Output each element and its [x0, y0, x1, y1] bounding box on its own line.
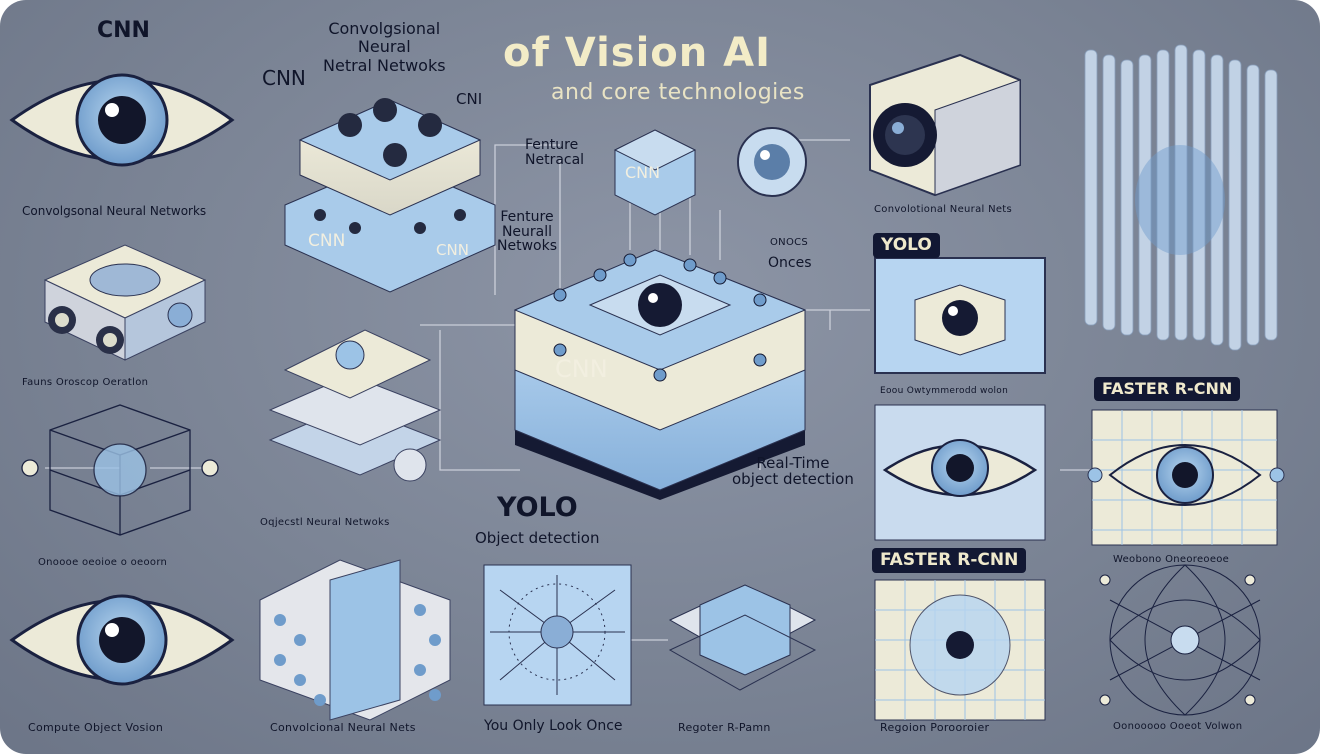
- bottom-caption-1: Compute Object Vosion: [28, 721, 164, 734]
- eye-panel: [874, 404, 1046, 541]
- block-cnn-right-label: CNN: [436, 241, 469, 259]
- faster-rcnn-right-tag: FASTER R-CNN: [1094, 377, 1241, 401]
- left-lower-caption: Onoooe oeoioe o oeoorn: [38, 557, 168, 568]
- once-small-label: ONOCS: [770, 237, 809, 248]
- cnn-small-label: CNI: [456, 90, 483, 108]
- cnn-top-left-label: CNN: [97, 18, 150, 43]
- camera-caption: Convolotional Neural Nets: [874, 204, 1013, 215]
- bottom-caption-3: You Only Look Once: [484, 718, 623, 734]
- cube-array-icon: [259, 559, 451, 721]
- object-neural-caption: Oqjecstl Neural Netwoks: [260, 517, 390, 528]
- wireframe-cube-icon: [21, 404, 219, 536]
- realtime-label: Real-Time object detection: [732, 454, 854, 488]
- region-cube-icon: [668, 584, 817, 691]
- bottom-caption-4: Regoter R-Pamn: [678, 721, 771, 734]
- center-cnn-stack-icon: [513, 249, 807, 500]
- yolo-panel: [874, 257, 1046, 374]
- camera-icon: [869, 53, 1021, 197]
- once-label: Onces: [768, 255, 812, 271]
- yolo-big-label: YOLO: [497, 492, 578, 523]
- block-cnn-left-label: CNN: [308, 231, 346, 251]
- feature-netracal-label: Fenture Netracal: [525, 137, 585, 169]
- bottom-caption-6: Oonooooo Ooeot Volwon: [1113, 721, 1243, 732]
- conv-nn-heading-label: Convolgsional Neural Netral Netwoks: [323, 19, 446, 75]
- lens-icon: [737, 127, 807, 197]
- page-subtitle: and core technologies: [551, 80, 805, 105]
- object-detection-label: Object detection: [475, 529, 600, 547]
- bottom-caption-5: Regoion Porooroier: [880, 721, 990, 734]
- center-cnn-label: CNN: [555, 355, 608, 383]
- faster-rcnn-mid-tag: FASTER R-CNN: [872, 548, 1027, 573]
- feature-nn-label: Fenture Neurall Netwoks: [497, 209, 557, 255]
- bottom-right-small-caption: Weobono Oneoreoeoe: [1113, 554, 1230, 565]
- left-small-caption: Fauns Oroscop Oeratlon: [22, 377, 149, 388]
- faster-rcnn-grid-icon: [1087, 409, 1285, 546]
- right-mid-caption: Eoou Owtymmerodd wolon: [880, 386, 1009, 396]
- data-columns-icon: [1084, 44, 1278, 351]
- network-icon: [1099, 564, 1261, 716]
- cube-gadget-icon: [43, 244, 207, 361]
- cube-cnn-label: CNN: [625, 163, 661, 182]
- cnn-mid-left-label: CNN: [262, 66, 306, 90]
- yolo-tag-right: YOLO: [873, 233, 940, 258]
- conv-nn-left-label: Convolgsonal Neural Networks: [22, 204, 207, 218]
- eye-icon: [9, 594, 235, 686]
- bottom-caption-2: Convolcional Neural Nets: [270, 721, 416, 734]
- page-title: of Vision AI: [503, 30, 772, 76]
- eye-icon: [9, 73, 235, 167]
- cnn-block-stack-icon: [284, 98, 496, 293]
- faster-rcnn-panel: [874, 579, 1046, 721]
- layered-device-icon: [268, 329, 442, 482]
- radial-icon: [483, 564, 632, 706]
- floating-cube-icon: [613, 129, 697, 216]
